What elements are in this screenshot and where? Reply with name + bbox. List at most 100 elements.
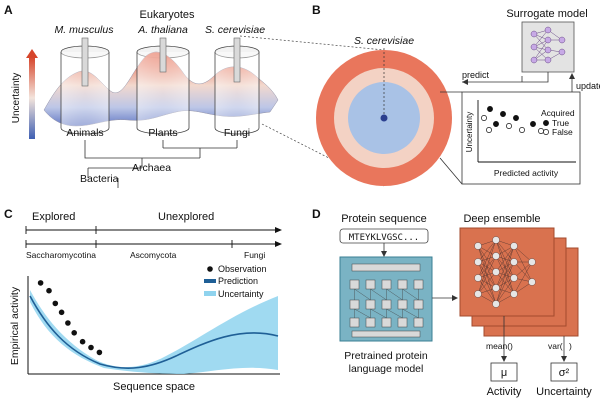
group-animals: Animals xyxy=(66,127,103,139)
prediction-line xyxy=(29,295,279,369)
unexplored-label: Unexplored xyxy=(158,211,214,223)
acq-point-false xyxy=(519,127,525,133)
c-y-label: Empirical activity xyxy=(9,286,21,365)
acq-point-true xyxy=(487,106,493,112)
uncertainty-axis-label: Uncertainty xyxy=(11,73,22,124)
var-close-paren: ) xyxy=(569,341,572,351)
taxa-axis-arrowhead xyxy=(275,241,282,247)
cylinder-fungi-body xyxy=(214,52,260,135)
acq-point-true xyxy=(513,115,519,121)
surrogate-network-icon xyxy=(530,26,566,64)
zoom-line-bottom xyxy=(261,123,385,187)
legend-observation-marker xyxy=(207,266,213,272)
update-label: update xyxy=(576,81,600,91)
acq-point-false xyxy=(506,123,512,129)
probe-plants xyxy=(159,37,167,73)
uncertainty-band xyxy=(30,290,278,374)
species-musculus: M. musculus xyxy=(55,24,115,36)
taxon-saccharomycotina: Saccharomycotina xyxy=(26,250,96,260)
plm-to-ensemble-arrowhead xyxy=(452,295,458,301)
acq-point-true xyxy=(493,121,499,127)
legend-false-marker xyxy=(543,129,549,135)
observations xyxy=(37,280,103,356)
protein-title: Protein sequence xyxy=(341,213,427,225)
surrogate-title: Surrogate model xyxy=(506,8,587,20)
acq-point-false xyxy=(538,128,544,134)
c-x-label: Sequence space xyxy=(113,381,195,393)
cylinder-plants-body xyxy=(136,52,190,135)
mu-symbol: μ xyxy=(501,367,507,379)
legend-false: False xyxy=(552,127,573,137)
panel-a: A Eukaryotes M. musculus A. thaliana S. … xyxy=(4,3,279,188)
plm-connections xyxy=(354,288,419,319)
predict-arrow xyxy=(462,72,549,83)
uncertainty-colorbar xyxy=(29,57,35,139)
species-cerevisiae: S. cerevisiae xyxy=(205,24,265,36)
taxon-fungi: Fungi xyxy=(244,250,265,260)
panel-c: C Explored Unexplored Saccharomycotina A… xyxy=(4,207,282,393)
seq-to-plm-arrowhead xyxy=(381,251,387,257)
var-arrowhead xyxy=(561,356,567,362)
observation-point xyxy=(65,320,71,326)
probe-animals xyxy=(81,37,89,87)
mean-arrowhead xyxy=(501,356,507,362)
predict-label: predict xyxy=(462,70,490,80)
acq-point-true xyxy=(530,121,536,127)
taxon-ascomycota: Ascomycota xyxy=(130,250,177,260)
b-species-label: S. cerevisiae xyxy=(354,35,414,47)
observation-point xyxy=(37,280,44,286)
cylinder-animals-body xyxy=(60,52,110,135)
legend-uncertainty-swatch xyxy=(204,291,216,296)
group-plants: Plants xyxy=(148,127,177,139)
uncertainty-output-label: Uncertainty xyxy=(536,386,592,398)
acquisition-plot-box xyxy=(461,91,581,185)
explored-label: Explored xyxy=(32,211,75,223)
bacteria-label: Bacteria xyxy=(80,173,119,185)
activity-label: Activity xyxy=(487,386,522,398)
species-thaliana: A. thaliana xyxy=(137,24,188,36)
panel-a-letter: A xyxy=(4,3,13,17)
observation-point xyxy=(52,300,59,307)
acq-point-true xyxy=(500,111,506,117)
acq-y-label: Uncertainty xyxy=(465,112,474,152)
core-dot xyxy=(380,114,388,122)
region-axis-arrowhead xyxy=(275,227,282,233)
panel-d: D Protein sequence MTEYKLVGSC... Pretrai… xyxy=(312,207,592,398)
ensemble-title: Deep ensemble xyxy=(463,213,540,225)
legend-true: True xyxy=(552,118,569,128)
plm-label-1: Pretrained protein xyxy=(344,350,428,362)
legend-true-marker xyxy=(543,120,549,126)
update-arrowhead xyxy=(569,73,575,79)
legend-uncertainty: Uncertainty xyxy=(218,289,264,299)
panel-c-letter: C xyxy=(4,207,13,221)
acq-points xyxy=(481,106,544,134)
phylo-tree xyxy=(84,140,238,188)
archaea-label: Archaea xyxy=(132,162,171,174)
group-fungi: Fungi xyxy=(224,127,250,139)
legend-prediction-swatch xyxy=(204,279,216,283)
var-label: var( xyxy=(548,341,563,351)
observation-point xyxy=(79,338,86,345)
plm-label-2: language model xyxy=(349,363,424,375)
uncertainty-arrowhead xyxy=(26,49,38,58)
panel-d-letter: D xyxy=(312,207,321,221)
legend-observation: Observation xyxy=(218,264,267,274)
predict-arrowhead xyxy=(462,79,468,85)
legend-prediction: Prediction xyxy=(218,276,258,286)
probe-fungi xyxy=(233,37,241,83)
sigma-symbol: σ² xyxy=(559,367,570,379)
observation-point xyxy=(46,287,52,294)
acq-point-false xyxy=(481,115,487,121)
observation-point xyxy=(71,330,77,336)
ensemble-network-icon xyxy=(474,236,536,308)
panel-b-letter: B xyxy=(312,3,321,17)
eukaryotes-label: Eukaryotes xyxy=(139,9,195,21)
mean-label: mean( xyxy=(486,341,510,351)
zoom-line-top xyxy=(239,35,385,51)
mu-box xyxy=(490,362,518,382)
acq-point-false xyxy=(486,127,492,133)
sigma-box xyxy=(550,362,578,382)
panel-b: B S. cerevisiae Surrogate model predict … xyxy=(312,3,600,186)
mean-close-paren: ) xyxy=(510,341,513,351)
